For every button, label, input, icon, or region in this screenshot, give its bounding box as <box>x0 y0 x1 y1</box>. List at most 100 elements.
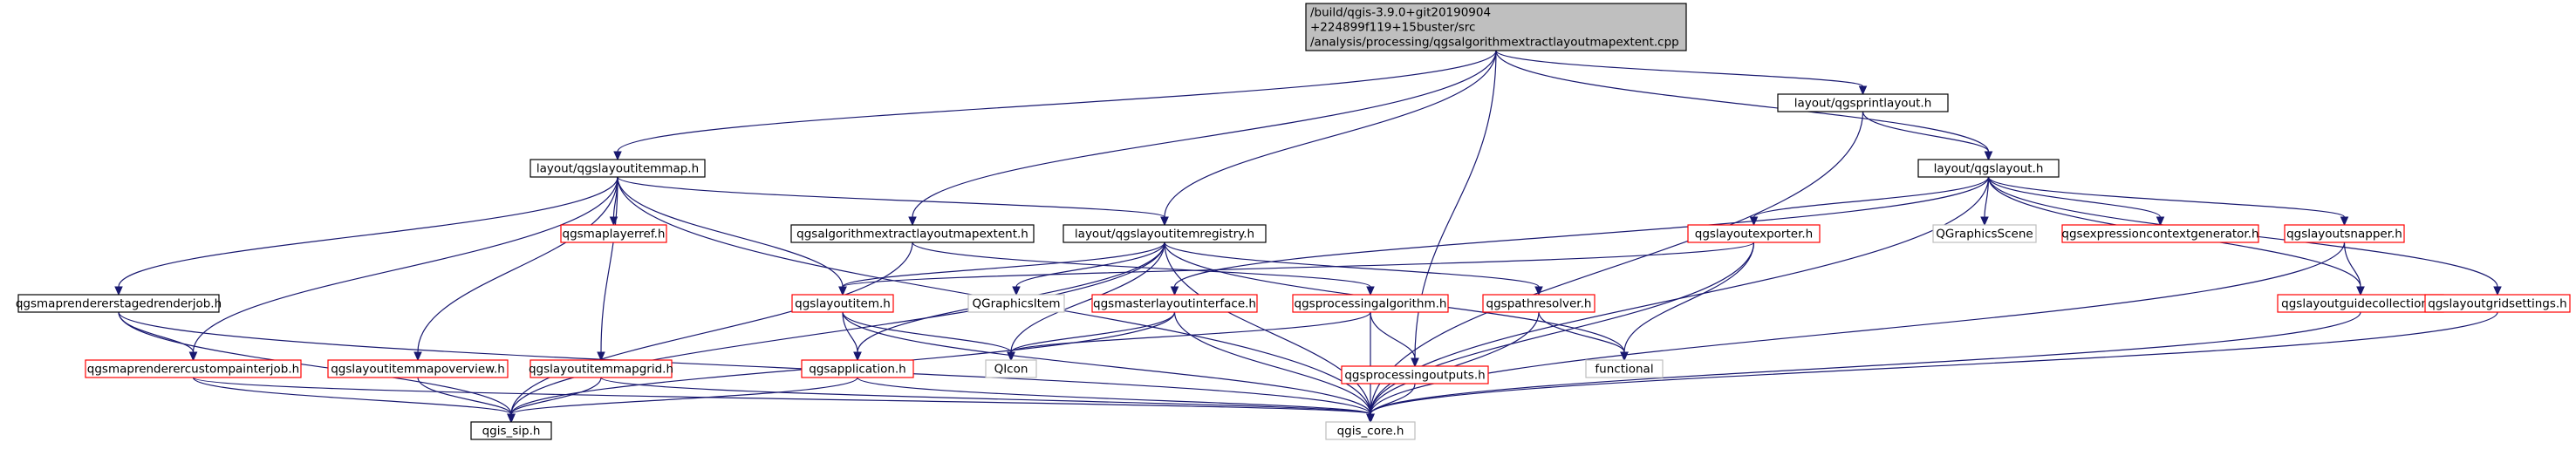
node-box <box>530 359 673 378</box>
edge-root-to-qgslayoutitemregistry <box>1160 50 1497 227</box>
node-qgsalgorithmextract_h[interactable]: qgsalgorithmextractlayoutmapextent.h <box>790 224 1035 243</box>
edge-qgslayoutsnapper-to-qgslayoutguidecollection <box>2343 242 2365 296</box>
edge-qgslayoutitemregistry-to-qgspathresolver <box>1164 242 1543 296</box>
edge-root-to-qgslayoutitemmap <box>613 50 1497 161</box>
edge-qgslayoutitemregistry-to-qgraphicsitem <box>1012 242 1165 296</box>
node-label: qgsmaprendererstagedrenderjob.h <box>16 297 222 311</box>
node-qgraphicsitem: QGraphicsItem <box>967 294 1065 313</box>
edge-qgslayoutitemmap-to-qgsmaprendererstagedrenderjob <box>114 176 618 296</box>
node-box <box>967 294 1065 313</box>
node-box <box>1777 93 1949 112</box>
edge-qgslayoutitemmap-to-qgslayoutitemregistry <box>617 176 1169 227</box>
node-label: qgspathresolver.h <box>1486 297 1592 311</box>
edge-arrowhead <box>1007 351 1015 362</box>
node-box <box>327 359 509 378</box>
node-qgslayoutitemmap[interactable]: layout/qgslayoutitemmap.h <box>530 159 706 178</box>
node-box <box>1305 3 1687 51</box>
node-qgis_core: qgis_core.h <box>1325 421 1416 440</box>
node-qgslayoutitemmapgrid[interactable]: qgslayoutitemmapgrid.h <box>529 359 673 378</box>
node-qgsmaplayerref[interactable]: qgsmaplayerref.h <box>560 224 667 243</box>
edge-arrowhead <box>1620 351 1629 362</box>
edge-qgslayoutitemmap-to-qgslayoutitemmapgrid <box>597 176 618 362</box>
edge-line <box>1370 383 1416 415</box>
edge-qgsprintlayout-to-qgslayout <box>1862 111 1993 161</box>
edge-qgslayoutguidecollection-to-qgis_core <box>1366 311 2361 424</box>
node-label: qgsmasterlayoutinterface.h <box>1093 297 1256 311</box>
node-box <box>1091 294 1258 313</box>
edge-root-to-qgsprocessingoutputs <box>1411 50 1497 368</box>
edge-arrowhead <box>2493 286 2502 296</box>
edge-line <box>842 311 1371 415</box>
node-box <box>2061 224 2259 243</box>
edge-line <box>842 311 858 353</box>
edge-qgslayout-to-qgsexpressioncontextgenerator <box>1987 176 2165 227</box>
edge-line <box>842 242 1755 288</box>
node-qgslayoutitemregistry[interactable]: layout/qgslayoutitemregistry.h <box>1063 224 1267 243</box>
edge-qgsmasterlayoutinterface-to-qicon <box>1007 311 1176 362</box>
edge-qgsprocessingalgorithm-to-qicon <box>1007 311 1371 362</box>
edge-line <box>617 176 1165 218</box>
edge-line <box>1370 311 2361 415</box>
edge-qgslayoutitemregistry-to-qgslayoutitem <box>838 242 1165 296</box>
edge-arrowhead <box>838 286 847 296</box>
edge-line <box>1164 50 1497 218</box>
node-label: layout/qgslayoutitemregistry.h <box>1075 228 1254 242</box>
edge-line <box>842 311 1012 353</box>
edge-line <box>1164 242 1371 415</box>
edge-root-to-qgsprintlayout <box>1495 50 1868 96</box>
node-qgsexpressioncontextgenerator[interactable]: qgsexpressioncontextgenerator.h <box>2061 224 2259 243</box>
edge-line <box>2343 242 2361 288</box>
node-qgslayoutguidecollection[interactable]: qgslayoutguidecollection.h <box>2277 294 2444 313</box>
node-label: qgslayoutguidecollection.h <box>2281 297 2440 311</box>
edge-line <box>1370 242 2346 415</box>
edge-qgslayoutgridsettings-to-qgis_core <box>1366 311 2498 424</box>
node-qgsmasterlayoutinterface[interactable]: qgsmasterlayoutinterface.h <box>1091 294 1258 313</box>
edge-line <box>192 377 512 415</box>
edge-qgsprocessingalgorithm-to-qgsprocessingoutputs <box>1370 311 1419 368</box>
node-label: QGraphicsItem <box>973 297 1061 311</box>
node-qgspathresolver[interactable]: qgspathresolver.h <box>1482 294 1595 313</box>
node-label: QIcon <box>994 363 1028 377</box>
node-qgsapplication[interactable]: qgsapplication.h <box>801 359 914 378</box>
node-qgslayoutsnapper[interactable]: qgslayoutsnapper.h <box>2284 224 2405 243</box>
node-box <box>560 224 667 243</box>
node-qgslayoutitemmapoverview[interactable]: qgslayoutitemmapoverview.h <box>327 359 509 378</box>
edge-line <box>600 377 1371 415</box>
node-qgslayoutitem[interactable]: qgslayoutitem.h <box>791 294 894 313</box>
node-qgis_sip[interactable]: qgis_sip.h <box>470 421 552 440</box>
edge-line <box>1370 311 1416 359</box>
node-qgslayoutexporter[interactable]: qgslayoutexporter.h <box>1687 224 1821 243</box>
edge-qgslayout-to-qgslayoutsnapper <box>1987 176 2349 227</box>
node-label: layout/qgslayout.h <box>1934 162 2044 176</box>
edge-arrowhead <box>613 151 622 161</box>
edge-arrowhead <box>2340 216 2349 227</box>
node-qgsprocessingalgorithm[interactable]: qgsprocessingalgorithm.h <box>1292 294 1449 313</box>
node-root[interactable]: /build/qgis-3.9.0+git20190904+224899f119… <box>1305 3 1687 51</box>
node-box <box>1341 365 1489 384</box>
node-label: /analysis/processing/qgsalgorithmextract… <box>1310 36 1679 50</box>
node-box <box>2284 224 2405 243</box>
edge-line <box>1495 50 1990 153</box>
edge-line <box>1987 176 2346 218</box>
edge-arrowhead <box>1012 286 1021 296</box>
node-label: layout/qgsprintlayout.h <box>1794 97 1932 111</box>
edge-qgslayoutexporter-to-qgslayoutitem <box>838 242 1755 296</box>
edge-root-to-qgsalgorithmextract_h <box>908 50 1497 227</box>
node-qgsprocessingoutputs[interactable]: qgsprocessingoutputs.h <box>1341 365 1489 384</box>
node-qgsprintlayout[interactable]: layout/qgsprintlayout.h <box>1777 93 1949 112</box>
node-qgslayout[interactable]: layout/qgslayout.h <box>1917 159 2060 178</box>
edge-arrowhead <box>2356 286 2365 296</box>
edge-line <box>192 377 1371 415</box>
node-qgsmaprendererstagedrenderjob[interactable]: qgsmaprendererstagedrenderjob.h <box>16 294 222 313</box>
edge-line <box>1538 311 1625 353</box>
node-box <box>530 159 706 178</box>
edge-line <box>617 50 1497 153</box>
node-label: qgis_sip.h <box>482 425 541 439</box>
node-functional: functional <box>1585 359 1664 378</box>
node-qgslayoutgridsettings[interactable]: qgslayoutgridsettings.h <box>2424 294 2571 313</box>
node-box <box>790 224 1035 243</box>
node-qgsmaprenderercustompainterjob[interactable]: qgsmaprenderercustompainterjob.h <box>85 359 302 378</box>
edge-line <box>118 311 1371 415</box>
node-box <box>470 421 552 440</box>
